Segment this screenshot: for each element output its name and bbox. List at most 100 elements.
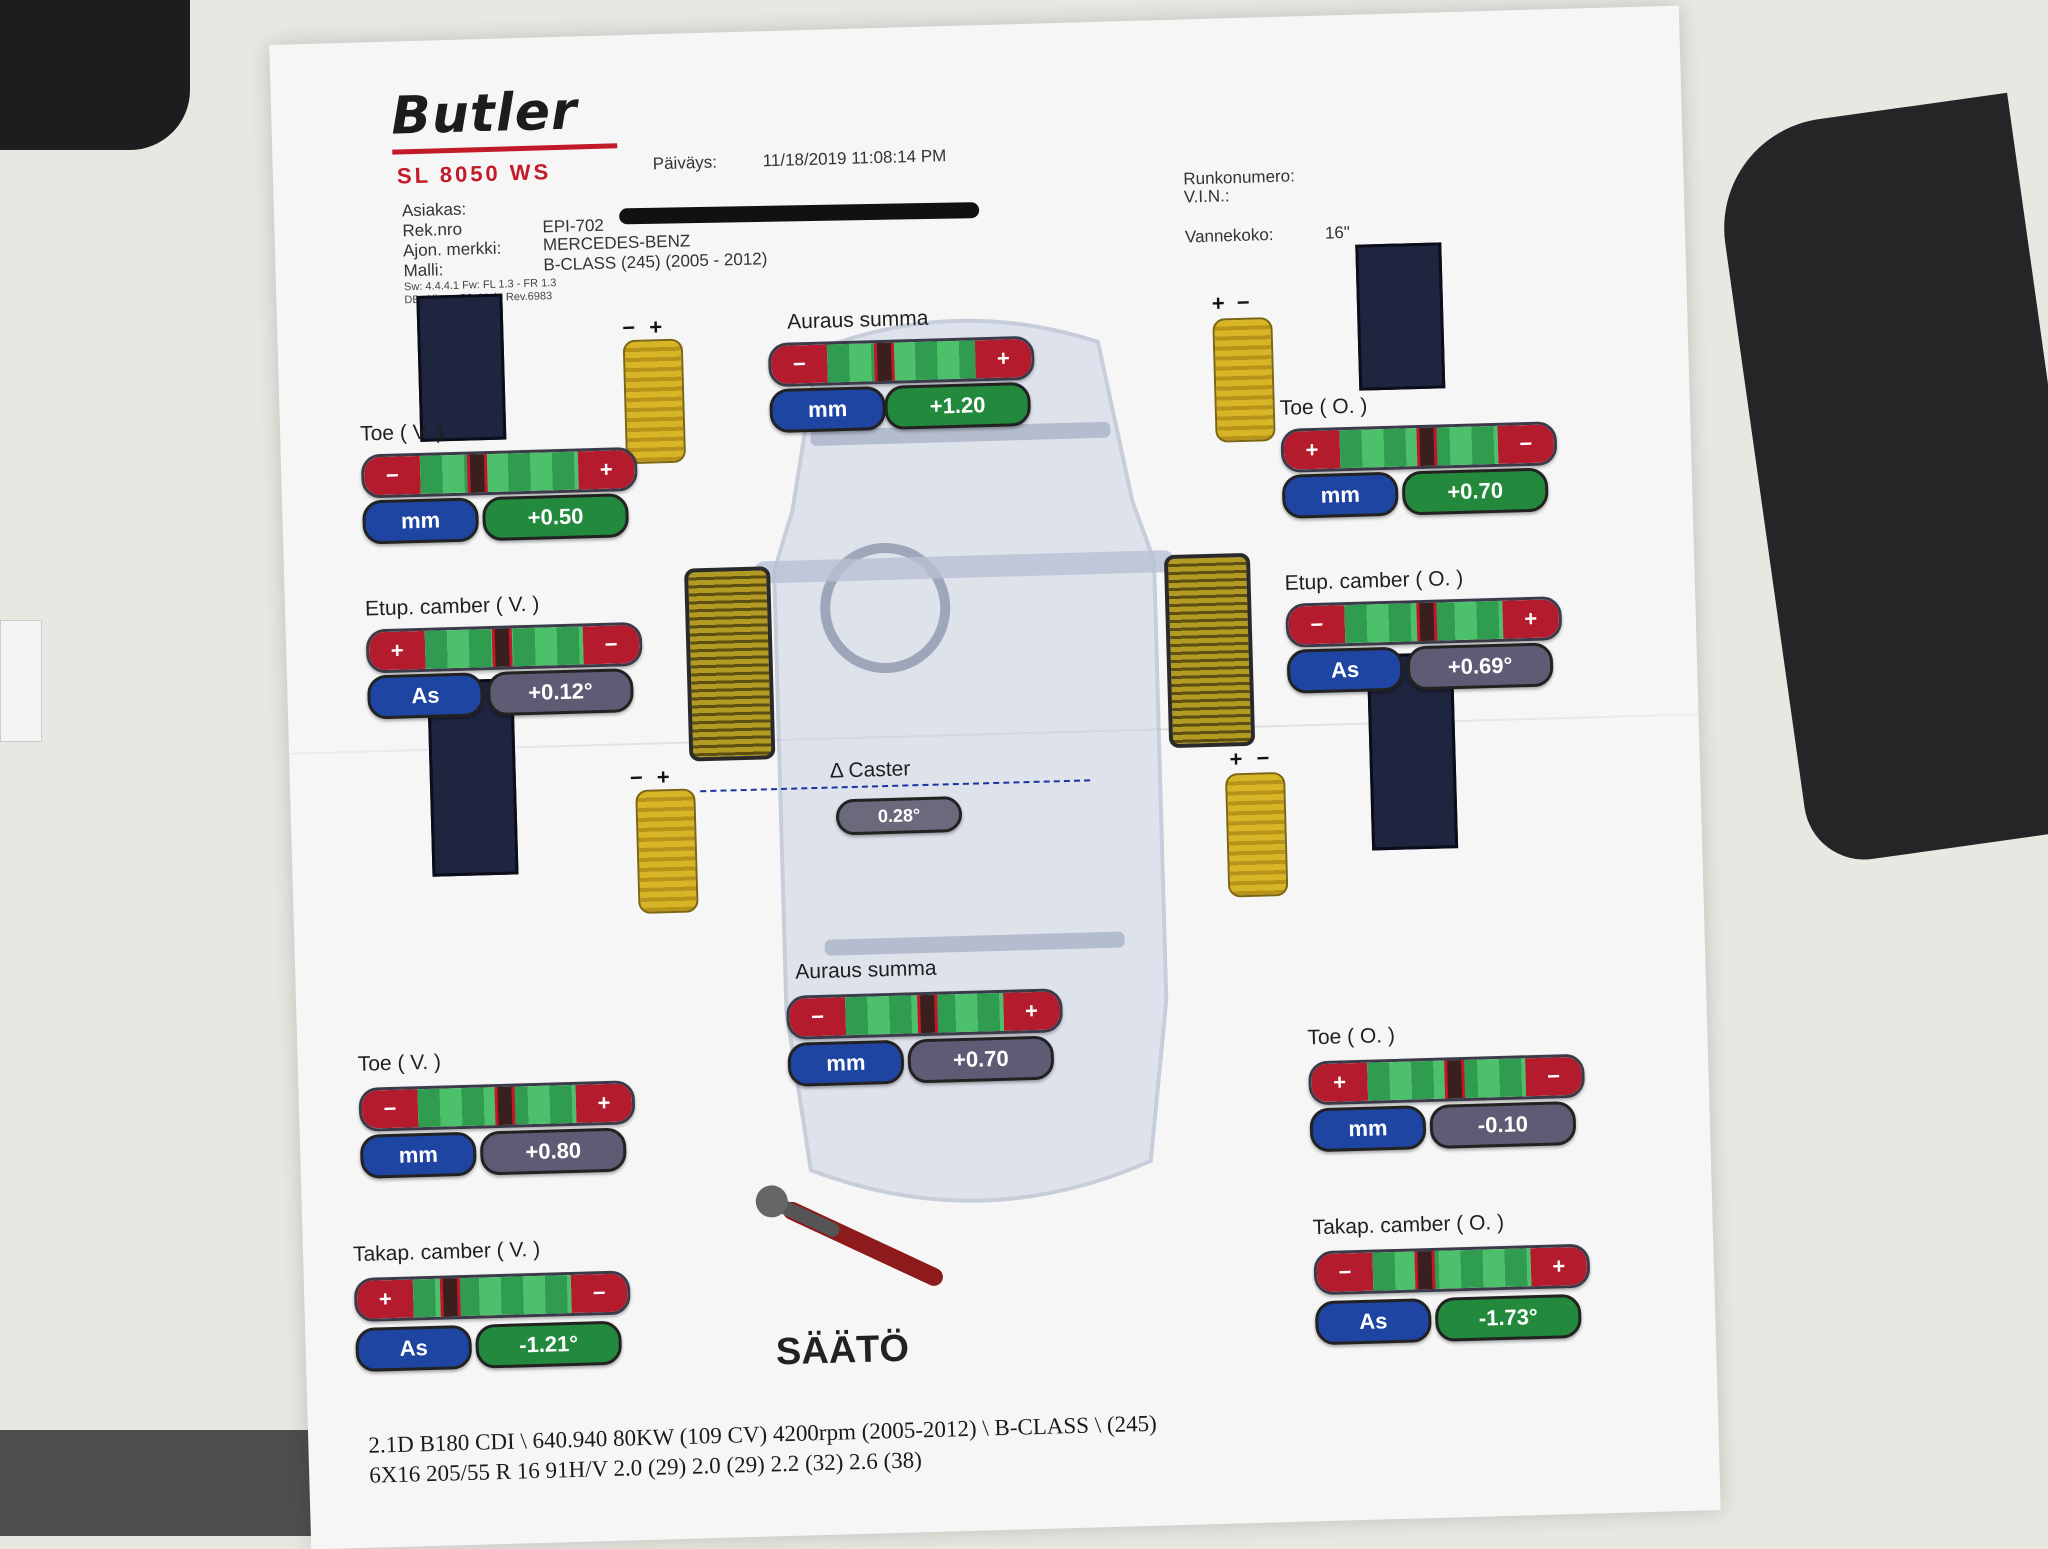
front-camber-left-value: +0.12° bbox=[486, 668, 635, 717]
rear-toe-right-unit: mm bbox=[1309, 1105, 1427, 1153]
reg-label: Rek.nro bbox=[402, 219, 463, 241]
plus-sign: + bbox=[368, 630, 426, 671]
plus-sign: + bbox=[575, 1083, 633, 1123]
gauge-marker bbox=[1416, 596, 1438, 648]
desk-object-right bbox=[1709, 92, 2048, 868]
rear-camber-left-value: -1.21° bbox=[475, 1320, 623, 1369]
front-camber-left-label: Etup. camber ( V. ) bbox=[364, 592, 540, 621]
plus-sign: + bbox=[656, 764, 671, 790]
plus-sign: + bbox=[1211, 290, 1226, 316]
desk-object-bottom bbox=[0, 1430, 320, 1536]
rear-toe-left-unit: mm bbox=[359, 1131, 477, 1179]
rear-camber-left-gauge: +− bbox=[353, 1270, 631, 1323]
redaction-bar bbox=[619, 202, 980, 225]
rim-size-label: Vannekoko: bbox=[1184, 225, 1274, 247]
car-outline-diagram bbox=[754, 318, 1175, 1203]
plus-sign: + bbox=[974, 338, 1032, 379]
plus-sign: + bbox=[1502, 599, 1560, 639]
rear-toe-left-value: +0.80 bbox=[479, 1127, 627, 1176]
rear-camber-right-gauge: −+ bbox=[1313, 1243, 1591, 1296]
front-left-wheel-icon bbox=[622, 338, 687, 465]
front-toe-right-value: +0.70 bbox=[1401, 467, 1549, 516]
front-total-toe-unit: mm bbox=[769, 385, 887, 434]
front-toe-left-value: +0.50 bbox=[481, 493, 630, 542]
front-toe-right-label: Toe ( O. ) bbox=[1279, 394, 1368, 420]
caster-label: Δ Caster bbox=[829, 757, 911, 783]
front-right-wheel-icon bbox=[1212, 317, 1276, 443]
gauge-marker bbox=[491, 621, 513, 674]
caster-value: 0.28° bbox=[835, 795, 963, 836]
front-total-toe-gauge: −+ bbox=[767, 335, 1035, 388]
rear-toe-right-label: Toe ( O. ) bbox=[1307, 1023, 1396, 1050]
front-toe-left-gauge: −+ bbox=[360, 446, 638, 499]
rim-size-value: 16" bbox=[1324, 222, 1351, 243]
rear-camber-right-label: Takap. camber ( O. ) bbox=[1312, 1210, 1505, 1240]
plus-sign: + bbox=[1530, 1246, 1588, 1287]
gauge-marker bbox=[873, 335, 896, 388]
rear-toe-left-gauge: −+ bbox=[358, 1080, 636, 1132]
front-total-toe-value: +1.20 bbox=[884, 381, 1032, 430]
front-toe-left-label: Toe ( V. ) bbox=[359, 420, 444, 446]
gauge-marker bbox=[1414, 1243, 1436, 1296]
gauge-marker bbox=[1443, 1053, 1466, 1106]
caster-left-tire-icon bbox=[684, 566, 776, 762]
front-camber-left-gauge: +− bbox=[365, 621, 643, 674]
rear-toe-left-label: Toe ( V. ) bbox=[357, 1050, 442, 1076]
front-camber-right-gauge: −+ bbox=[1285, 596, 1563, 648]
gauge-marker bbox=[1416, 421, 1438, 473]
minus-sign: − bbox=[361, 1089, 419, 1129]
rear-total-toe-label: Auraus summa bbox=[795, 956, 937, 984]
rear-total-toe-gauge: −+ bbox=[786, 988, 1064, 1040]
minus-sign: − bbox=[570, 1273, 628, 1314]
minus-sign: − bbox=[1288, 605, 1346, 645]
plus-sign: + bbox=[356, 1279, 414, 1320]
gauge-marker bbox=[466, 447, 489, 499]
model-label: Malli: bbox=[403, 260, 444, 281]
rear-camber-right-value: -1.73° bbox=[1434, 1293, 1582, 1342]
adjustment-title: SÄÄTÖ bbox=[775, 1327, 910, 1374]
customer-label: Asiakas: bbox=[401, 199, 467, 221]
rear-right-wheel-icon bbox=[1224, 771, 1289, 898]
rear-camber-right-unit: As bbox=[1314, 1298, 1432, 1346]
plus-sign: + bbox=[648, 314, 663, 340]
machine-model: SL 8050 WS bbox=[396, 159, 552, 189]
desk-object-left bbox=[0, 0, 190, 150]
plus-sign: + bbox=[1311, 1062, 1369, 1103]
date-value: 11/18/2019 11:08:14 PM bbox=[762, 146, 947, 171]
minus-sign: − bbox=[770, 344, 828, 385]
rear-total-toe-value: +0.70 bbox=[907, 1035, 1055, 1084]
front-total-toe-label: Auraus summa bbox=[786, 306, 929, 334]
front-toe-left-unit: mm bbox=[362, 497, 480, 545]
front-camber-right-value: +0.69° bbox=[1406, 642, 1554, 691]
gauge-marker bbox=[916, 988, 939, 1040]
front-toe-right-gauge: +− bbox=[1280, 421, 1558, 473]
vin-label: V.I.N.: bbox=[1183, 186, 1230, 207]
minus-sign: − bbox=[363, 455, 421, 496]
front-toe-right-unit: mm bbox=[1281, 471, 1399, 519]
alignment-report-sheet: Butler SL 8050 WS Päiväys: 11/18/2019 11… bbox=[269, 5, 1721, 1549]
desk-paper-left bbox=[0, 620, 42, 742]
caster-right-tire-icon bbox=[1163, 552, 1256, 749]
minus-sign: − bbox=[1497, 424, 1555, 464]
minus-sign: − bbox=[629, 764, 644, 791]
minus-sign: − bbox=[789, 997, 847, 1037]
date-label: Päiväys: bbox=[652, 152, 718, 174]
rear-camber-left-label: Takap. camber ( V. ) bbox=[352, 1237, 541, 1267]
minus-sign: − bbox=[621, 314, 636, 341]
rear-total-toe-unit: mm bbox=[787, 1039, 905, 1087]
minus-sign: − bbox=[1316, 1252, 1374, 1293]
rear-camber-left-unit: As bbox=[355, 1324, 473, 1373]
minus-sign: − bbox=[1525, 1056, 1583, 1097]
plus-sign: + bbox=[1003, 991, 1061, 1031]
minus-sign: − bbox=[1256, 745, 1270, 771]
gauge-marker bbox=[439, 1271, 462, 1323]
front-camber-right-label: Etup. camber ( O. ) bbox=[1284, 566, 1464, 595]
gauge-marker bbox=[494, 1080, 516, 1132]
front-right-sensor bbox=[1355, 242, 1446, 391]
plus-sign: + bbox=[577, 449, 635, 490]
rear-toe-right-gauge: +− bbox=[1308, 1053, 1586, 1106]
plus-sign: + bbox=[1229, 746, 1243, 772]
minus-sign: − bbox=[1236, 289, 1251, 316]
plus-sign: + bbox=[1283, 430, 1341, 470]
make-label: Ajon. merkki: bbox=[402, 238, 502, 261]
